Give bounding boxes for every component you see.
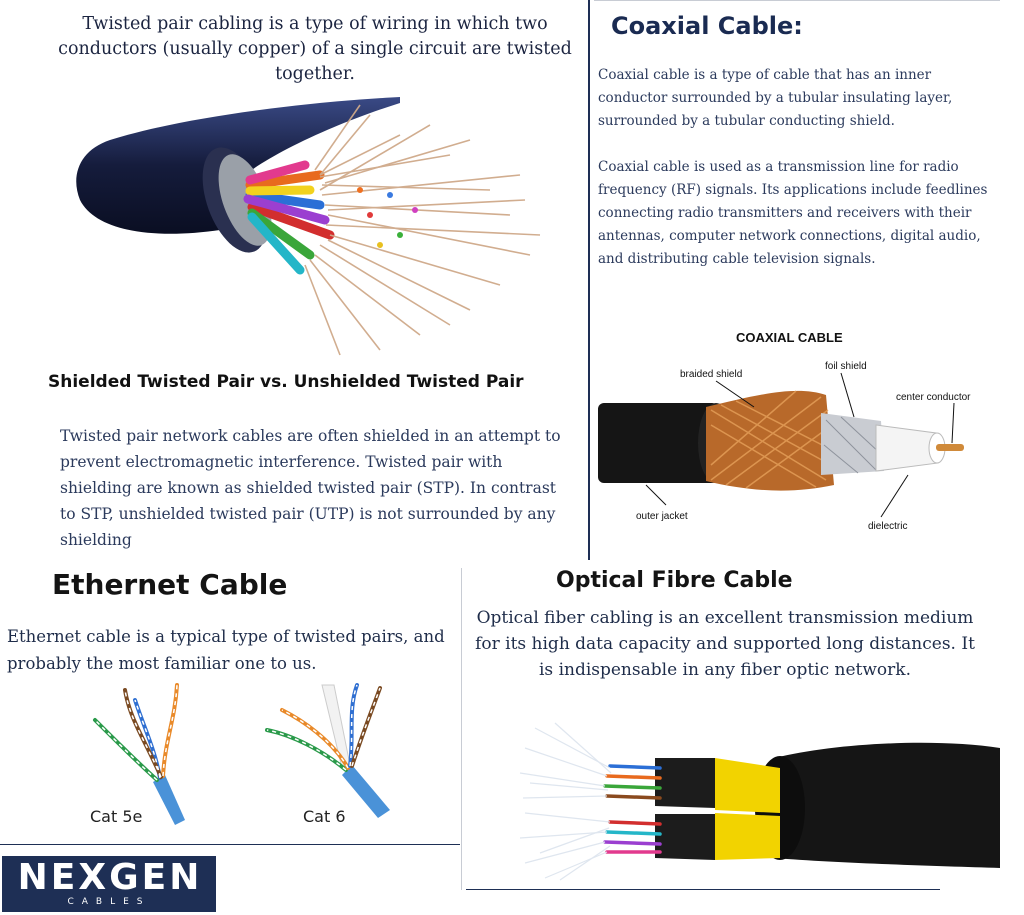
cat6-label: Cat 6 — [303, 807, 346, 826]
ethernet-body: Ethernet cable is a typical type of twis… — [7, 627, 445, 673]
coaxial-heading: Coaxial Cable: — [611, 12, 803, 40]
nexgen-logo: NEXGEN CABLES — [2, 856, 216, 912]
cat6-cable-image — [262, 680, 402, 830]
stp-vs-utp-body: Twisted pair network cables are often sh… — [60, 427, 561, 549]
stp-vs-utp-heading: Shielded Twisted Pair vs. Unshielded Twi… — [48, 372, 524, 392]
logo-tagline: CABLES — [67, 897, 151, 907]
label-dielectric: dielectric — [868, 521, 907, 532]
optical-heading: Optical Fibre Cable — [556, 568, 793, 593]
top-rule — [594, 0, 1000, 1]
ethernet-bottom-rule — [0, 844, 460, 845]
vertical-divider-top — [588, 0, 590, 560]
label-braided-shield: braided shield — [680, 369, 742, 380]
cat5e-cable-image — [75, 680, 195, 830]
coaxial-diagram-title: COAXIAL CABLE — [736, 330, 843, 345]
logo-wordmark: NEXGEN — [17, 857, 203, 898]
label-foil-shield: foil shield — [825, 361, 867, 372]
coaxial-para-2: Coaxial cable is used as a transmission … — [598, 159, 988, 267]
ethernet-heading: Ethernet Cable — [52, 568, 288, 601]
optical-fibre-cable-image — [515, 718, 1005, 883]
coaxial-para-1: Coaxial cable is a type of cable that ha… — [598, 67, 953, 129]
label-center-conductor: center conductor — [896, 392, 971, 403]
twisted-pair-intro: Twisted pair cabling is a type of wiring… — [58, 14, 572, 84]
optical-body: Optical fiber cabling is an excellent tr… — [475, 608, 975, 680]
twisted-pair-cable-image — [70, 95, 550, 365]
coaxial-diagram: COAXIAL CABLE braided shield foil shiel — [596, 325, 1006, 535]
optical-bottom-rule — [466, 889, 940, 890]
label-outer-jacket: outer jacket — [636, 511, 688, 522]
vertical-divider-bottom — [461, 568, 462, 890]
cat5e-label: Cat 5e — [90, 807, 143, 826]
